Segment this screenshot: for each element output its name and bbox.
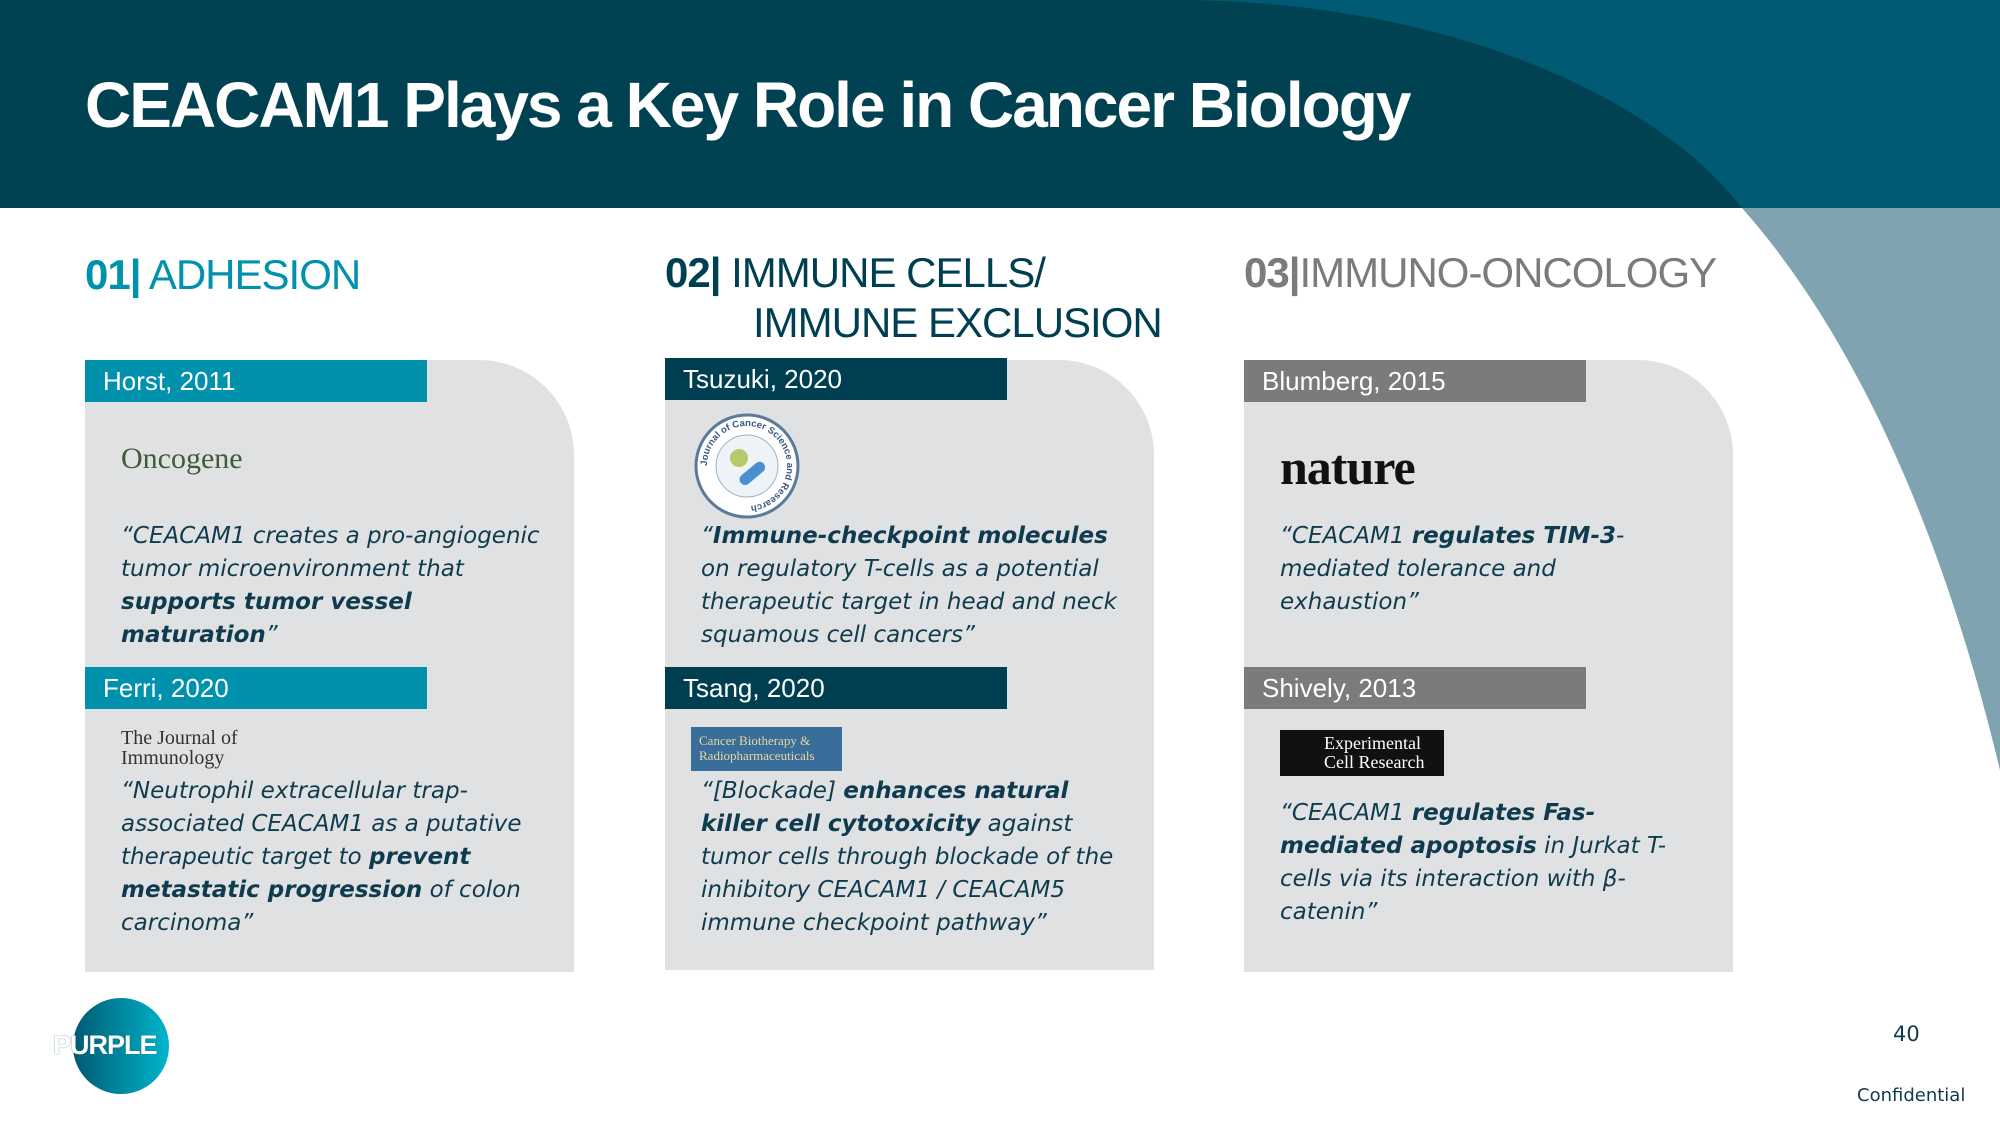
- quote: “Immune-checkpoint molecules on regulato…: [701, 523, 1117, 648]
- journal-cancer-science-logo: Journal of Cancer Science and Research: [694, 413, 800, 519]
- column-heading-adhesion: 01| ADHESION: [85, 251, 361, 298]
- header-curve: [1175, 0, 2000, 208]
- card-immuno-oncology: Blumberg, 2015 nature “CEACAM1 regulates…: [1244, 360, 1733, 972]
- citation-label: Tsuzuki, 2020: [665, 358, 1007, 400]
- column-heading-immune: 02| IMMUNE CELLS/IMMUNE EXCLUSION: [665, 249, 1163, 346]
- quote: “Neutrophil extracellular trap-associate…: [121, 778, 522, 936]
- quote: “CEACAM1 creates a pro-angiogenic tumor …: [121, 523, 540, 648]
- citation-label: Horst, 2011: [85, 360, 427, 402]
- citation-label: Shively, 2013: [1244, 667, 1586, 709]
- oncogene-logo: Oncogene: [121, 442, 243, 475]
- cancer-biotherapy-logo: Cancer Biotherapy & Radiopharmaceuticals: [691, 727, 842, 771]
- confidential-label: Confidential: [1857, 1085, 1966, 1106]
- journal-immunology-logo: The Journal of Immunology: [121, 727, 238, 769]
- quote: “CEACAM1 regulates Fas-mediated apoptosi…: [1280, 800, 1667, 925]
- column-heading-immuno-oncology: 03|IMMUNO-ONCOLOGY: [1244, 249, 1717, 296]
- citation-label: Ferri, 2020: [85, 667, 427, 709]
- purple-biotech-logo: PURPLE: [53, 998, 169, 1094]
- quote: “[Blockade] enhances natural killer cell…: [701, 778, 1114, 936]
- page-title: CEACAM1 Plays a Key Role in Cancer Biolo…: [85, 69, 1411, 141]
- citation-label: Tsang, 2020: [665, 667, 1007, 709]
- logo-text: PURPLE: [53, 1030, 158, 1060]
- experimental-cell-research-logo: Experimental Cell Research: [1280, 730, 1444, 776]
- card-adhesion: Horst, 2011 Oncogene “CEACAM1 creates a …: [85, 360, 574, 972]
- citation-label: Blumberg, 2015: [1244, 360, 1586, 402]
- side-curve: [1742, 208, 2000, 770]
- nature-logo: nature: [1280, 439, 1416, 495]
- page-number: 40: [1893, 1022, 1920, 1046]
- card-immune: Tsuzuki, 2020 Journal of Cancer Science …: [665, 358, 1154, 970]
- quote: “CEACAM1 regulates TIM-3-mediated tolera…: [1280, 523, 1625, 615]
